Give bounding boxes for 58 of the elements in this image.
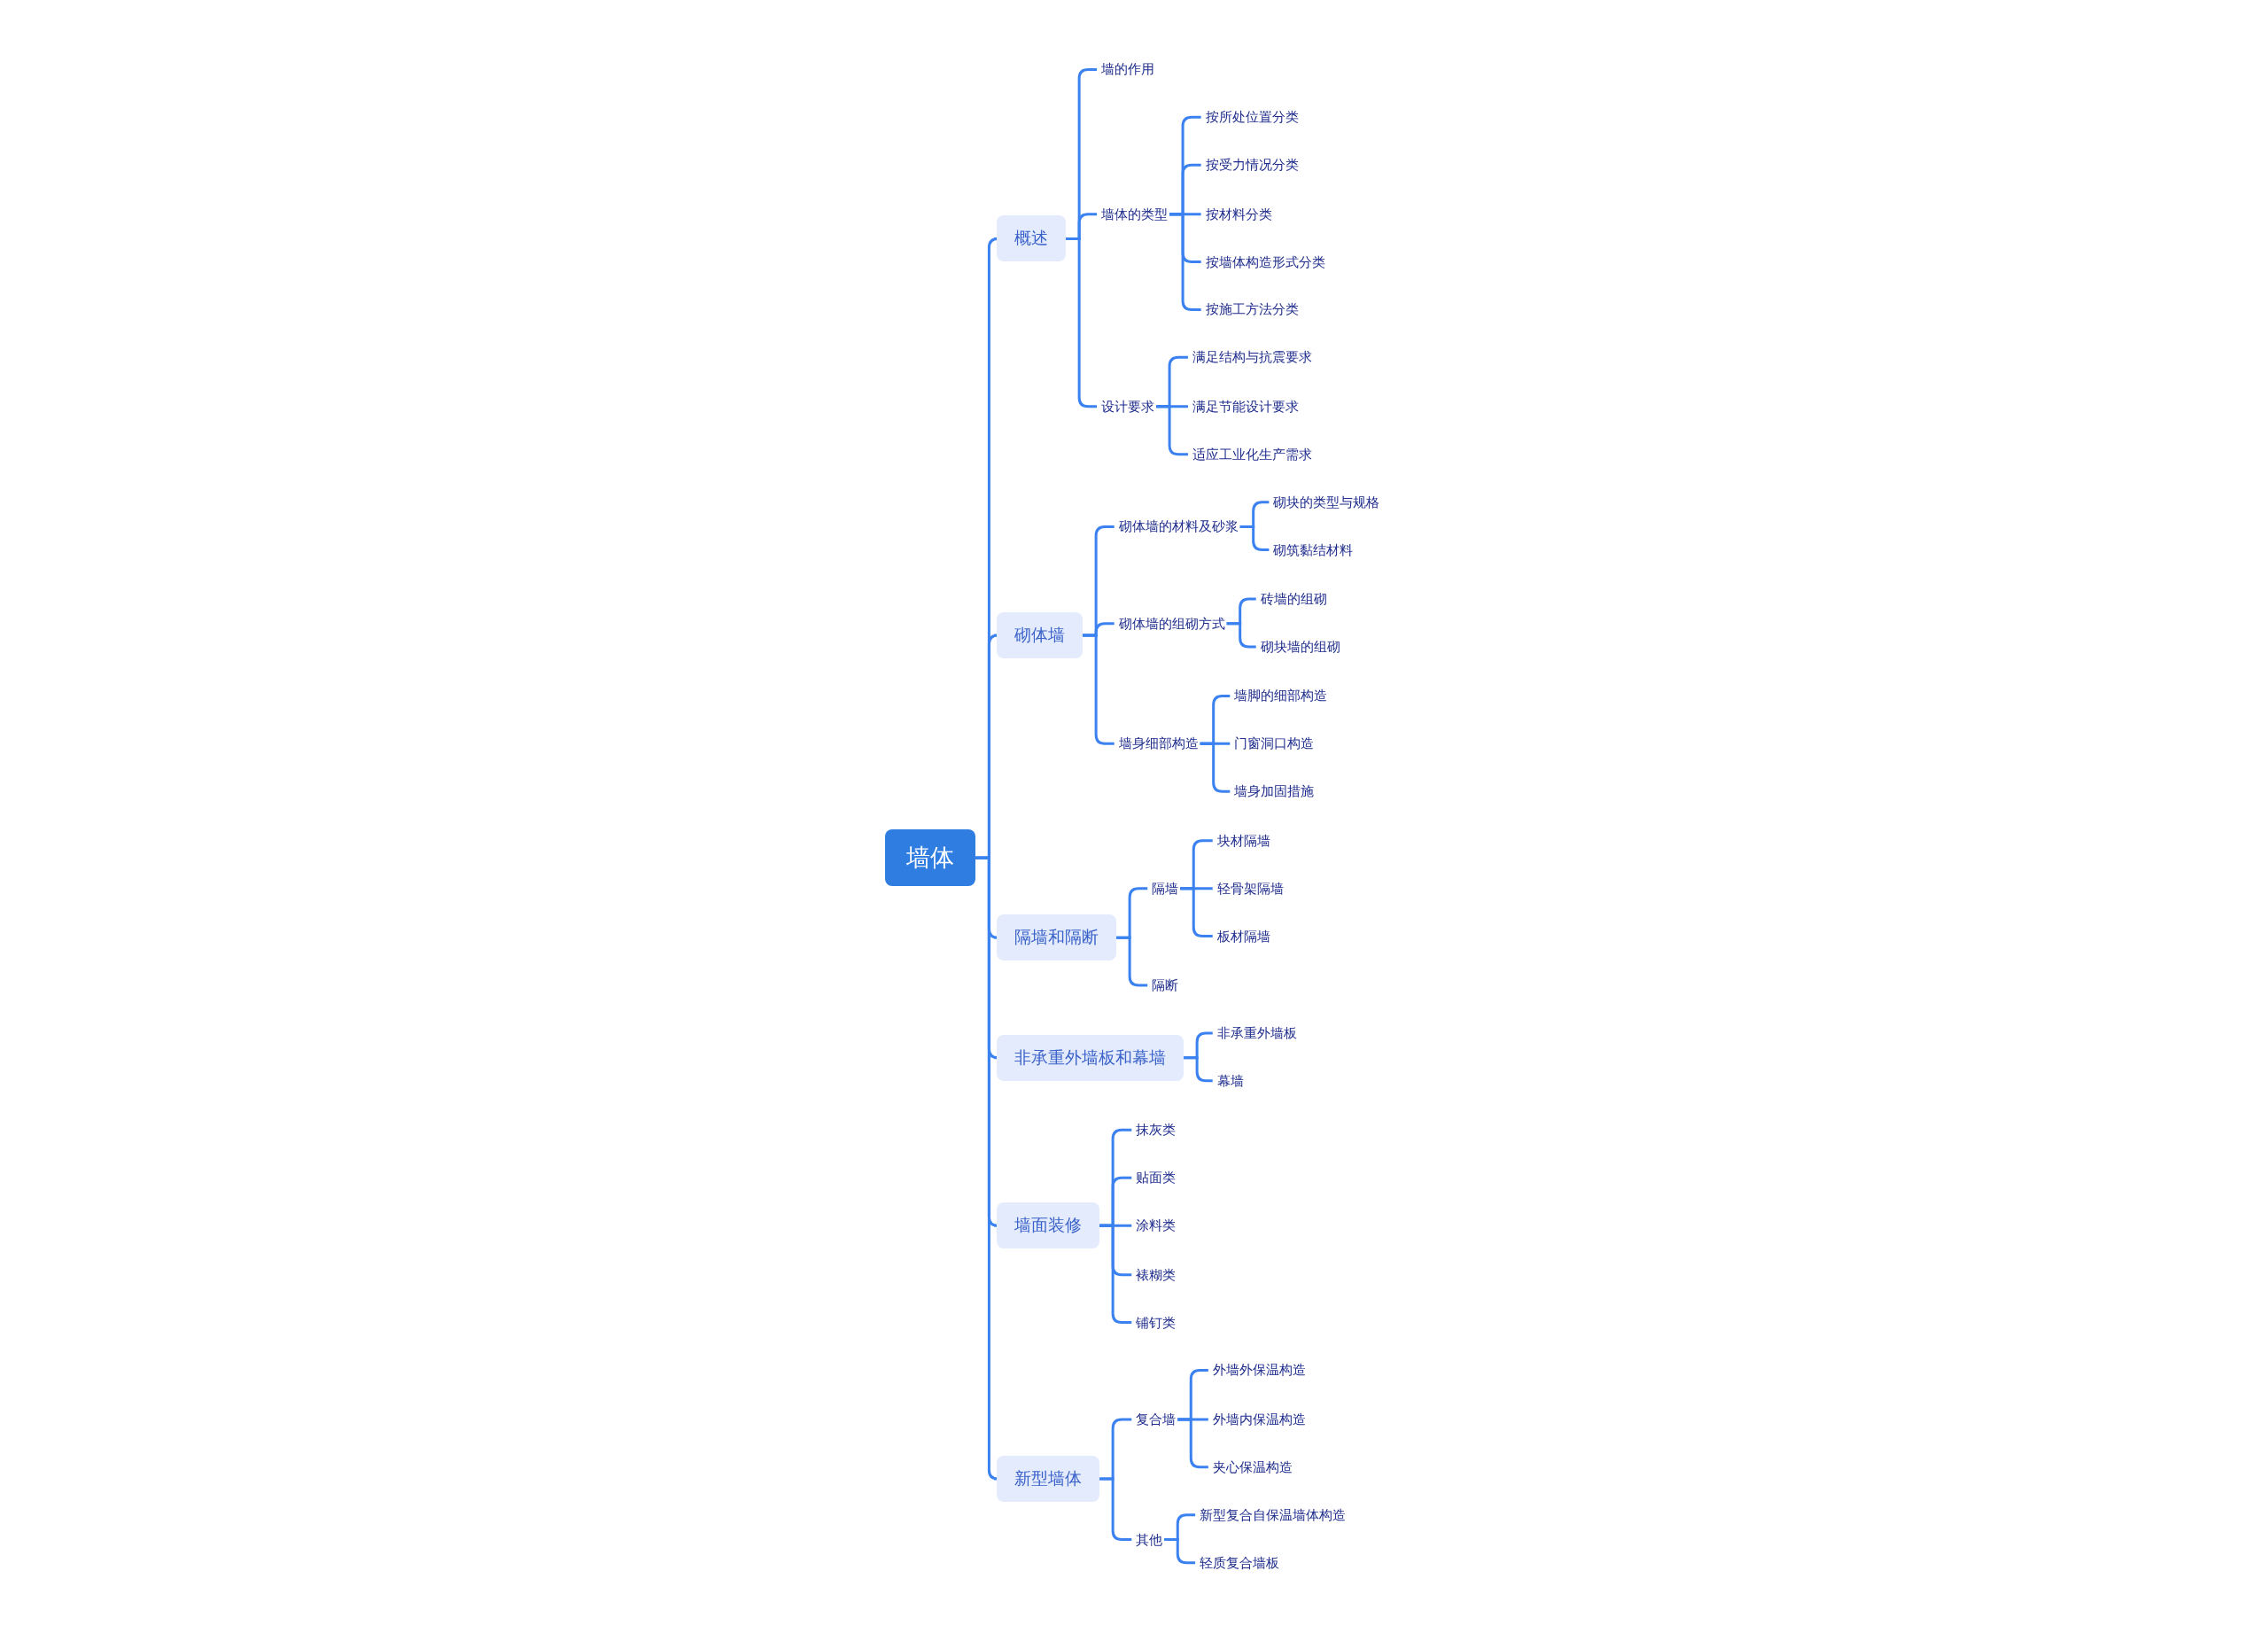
connector-line — [1239, 525, 1270, 552]
subtopic-text: 墙的作用 — [1099, 58, 1157, 81]
subtopic-text: 外墙外保温构造 — [1210, 1358, 1308, 1381]
connector-line — [1099, 1477, 1132, 1541]
subtopic-text: 按墙体构造形式分类 — [1203, 251, 1327, 274]
connector-line — [1200, 742, 1231, 793]
subtopic-text: 轻骨架隔墙 — [1215, 877, 1285, 900]
subtopic-text: 铺钉类 — [1134, 1311, 1178, 1334]
connector-line — [1164, 1538, 1196, 1565]
subtopic-text: 墙身细部构造 — [1116, 732, 1200, 755]
subtopic-text: 砌体墙的材料及砂浆 — [1116, 515, 1240, 538]
subtopic-text: 新型复合自保温墙体构造 — [1198, 1504, 1348, 1527]
subtopic-text: 幕墙 — [1215, 1069, 1246, 1093]
subtopic-text: 墙脚的细部构造 — [1232, 684, 1330, 707]
connector-line — [1099, 1224, 1132, 1325]
subtopic-text: 按所处位置分类 — [1203, 105, 1301, 128]
subtopic-text: 轻质复合墙板 — [1198, 1551, 1282, 1575]
subtopic-text: 抹灰类 — [1134, 1118, 1178, 1141]
subtopic-text: 墙身加固措施 — [1232, 780, 1317, 803]
subtopic-text: 外墙内保温构造 — [1210, 1408, 1308, 1431]
subtopic-text: 其他 — [1134, 1528, 1165, 1551]
topic-box: 概述 — [997, 215, 1067, 262]
subtopic-text: 墙体的类型 — [1099, 203, 1170, 226]
topic-box: 墙面装修 — [997, 1202, 1100, 1249]
subtopic-text: 隔断 — [1150, 974, 1181, 997]
subtopic-text: 夹心保温构造 — [1210, 1456, 1294, 1479]
subtopic-text: 门窗洞口构造 — [1232, 732, 1317, 755]
subtopic-text: 砌筑黏结材料 — [1271, 539, 1355, 562]
subtopic-text: 砌块的类型与规格 — [1271, 491, 1382, 514]
subtopic-text: 块材隔墙 — [1215, 829, 1272, 852]
subtopic-text: 裱糊类 — [1134, 1264, 1178, 1287]
subtopic-text: 涂料类 — [1134, 1214, 1178, 1237]
subtopic-text: 非承重外墙板 — [1215, 1022, 1299, 1045]
topic-box: 砌体墙 — [997, 611, 1084, 658]
subtopic-text: 砌块墙的组砌 — [1258, 635, 1342, 658]
subtopic-text: 设计要求 — [1099, 395, 1157, 418]
topic-box: 非承重外墙板和幕墙 — [997, 1034, 1184, 1081]
connector-line — [1177, 1418, 1208, 1469]
subtopic-text: 复合墙 — [1134, 1408, 1178, 1431]
connector-line — [1169, 213, 1201, 311]
connector-line — [1156, 405, 1188, 456]
topic-box: 新型墙体 — [997, 1455, 1100, 1502]
connector-line — [1180, 887, 1213, 938]
subtopic-text: 适应工业化生产需求 — [1190, 443, 1314, 466]
topic-box: 隔墙和隔断 — [997, 914, 1117, 961]
subtopic-text: 满足节能设计要求 — [1190, 395, 1301, 418]
subtopic-text: 按受力情况分类 — [1203, 153, 1301, 176]
subtopic-text: 隔墙 — [1150, 877, 1181, 900]
subtopic-text: 按施工方法分类 — [1203, 298, 1301, 321]
subtopic-text: 贴面类 — [1134, 1166, 1178, 1189]
connector-line — [1226, 622, 1256, 649]
subtopic-text: 砌体墙的组砌方式 — [1116, 612, 1227, 635]
subtopic-text: 满足结构与抗震要求 — [1190, 346, 1314, 369]
subtopic-text: 按材料分类 — [1203, 203, 1274, 226]
root-topic-box: 墙体 — [885, 829, 976, 887]
connector-line — [1184, 1056, 1213, 1083]
subtopic-text: 砖墙的组砌 — [1258, 587, 1329, 610]
subtopic-text: 板材隔墙 — [1215, 925, 1272, 948]
